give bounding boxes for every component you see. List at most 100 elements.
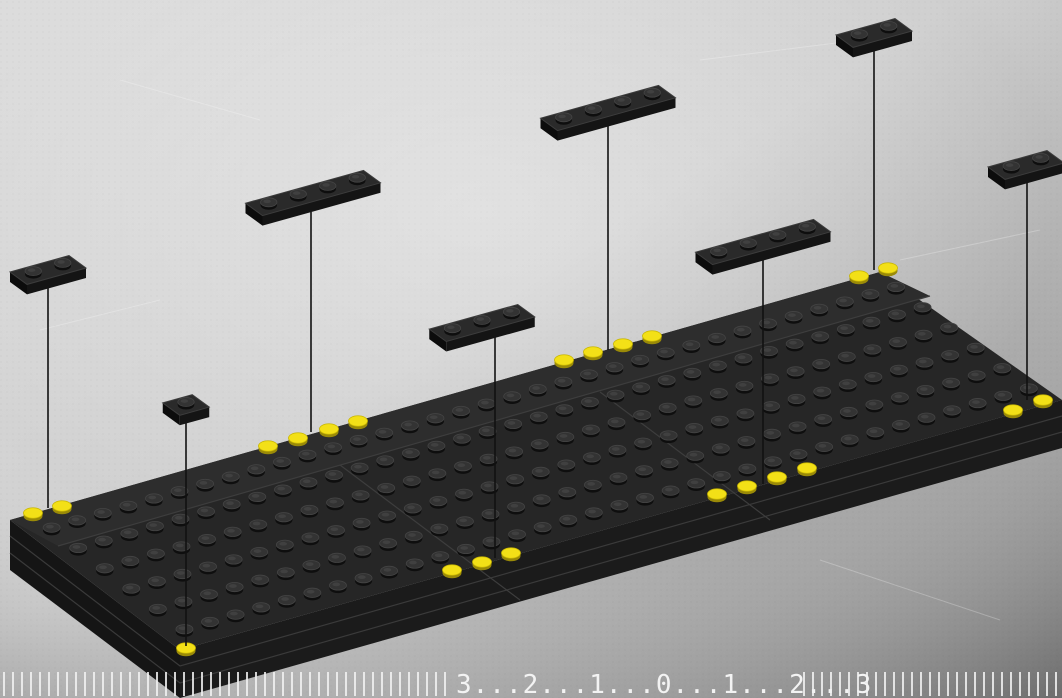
stud	[944, 406, 961, 418]
stud	[199, 534, 216, 546]
stud	[813, 359, 830, 371]
stud	[94, 508, 111, 520]
stud	[636, 466, 653, 478]
stud	[503, 307, 519, 319]
stud	[379, 511, 396, 523]
stud	[865, 372, 882, 384]
marker-stud	[349, 416, 368, 429]
stud	[555, 377, 572, 389]
stud	[328, 526, 345, 538]
stud	[712, 444, 729, 456]
stud	[737, 409, 754, 421]
marker-stud	[614, 339, 633, 352]
stud	[790, 449, 807, 461]
stud	[708, 333, 725, 345]
stud	[889, 310, 906, 322]
stud	[428, 441, 445, 453]
stud	[200, 562, 217, 574]
stud	[427, 414, 444, 426]
stud	[350, 435, 367, 447]
stud	[352, 491, 369, 503]
stud	[277, 568, 294, 580]
stud	[325, 443, 342, 455]
marker-stud	[555, 355, 574, 368]
stud	[736, 381, 753, 393]
stud	[637, 493, 654, 505]
stud	[303, 560, 320, 572]
stud	[329, 581, 346, 593]
marker-stud	[1004, 405, 1023, 418]
marker-stud	[24, 508, 43, 521]
stud	[556, 405, 573, 417]
stud	[770, 230, 786, 242]
stud	[862, 290, 879, 302]
stud	[25, 267, 41, 279]
marker-stud	[443, 565, 462, 578]
stud	[353, 518, 370, 530]
stud	[814, 387, 831, 399]
stud	[634, 410, 651, 422]
stud	[889, 337, 906, 349]
stud	[508, 502, 525, 514]
stud	[1033, 153, 1049, 165]
stud	[610, 473, 627, 485]
stud	[504, 392, 521, 404]
stud	[583, 453, 600, 465]
stud	[351, 463, 368, 475]
stud	[253, 603, 270, 615]
stud	[840, 407, 857, 419]
stud	[43, 523, 60, 535]
stud	[556, 113, 572, 125]
stud	[226, 582, 243, 594]
ruler-text: 3...2...1...0...1...2...3	[456, 670, 872, 698]
stud	[509, 530, 526, 542]
stud	[892, 420, 909, 432]
stud	[201, 590, 218, 602]
stud	[811, 304, 828, 316]
marker-stud	[289, 433, 308, 446]
stud	[816, 442, 833, 454]
stud	[837, 324, 854, 336]
stud	[455, 489, 472, 501]
stud	[300, 478, 317, 490]
stud	[968, 371, 985, 383]
stud	[738, 436, 755, 448]
stud	[278, 595, 295, 607]
stud	[146, 521, 163, 533]
stud	[941, 323, 958, 335]
stud	[559, 488, 576, 500]
stud	[789, 422, 806, 434]
stud	[453, 406, 470, 418]
stud	[969, 398, 986, 410]
stud	[531, 440, 548, 452]
stud	[355, 573, 372, 585]
stud	[378, 483, 395, 495]
stud	[1003, 162, 1019, 174]
stud	[301, 505, 318, 517]
stud	[223, 500, 240, 512]
stud	[660, 431, 677, 443]
stud	[788, 394, 805, 406]
marker-stud	[768, 472, 787, 485]
stud	[881, 21, 897, 33]
stud	[581, 397, 598, 409]
stud	[763, 429, 780, 441]
stud	[173, 542, 190, 554]
stud	[839, 380, 856, 392]
stud	[456, 517, 473, 529]
stud	[710, 389, 727, 401]
stud	[609, 445, 626, 457]
stud	[457, 544, 474, 556]
stud	[175, 597, 192, 609]
stud	[918, 413, 935, 425]
stud	[815, 415, 832, 427]
stud	[429, 469, 446, 481]
stud	[739, 464, 756, 476]
marker-stud	[259, 441, 278, 454]
stud	[252, 575, 269, 587]
stud	[657, 348, 674, 360]
stud	[606, 363, 623, 375]
stud	[582, 425, 599, 437]
stud	[713, 471, 730, 483]
